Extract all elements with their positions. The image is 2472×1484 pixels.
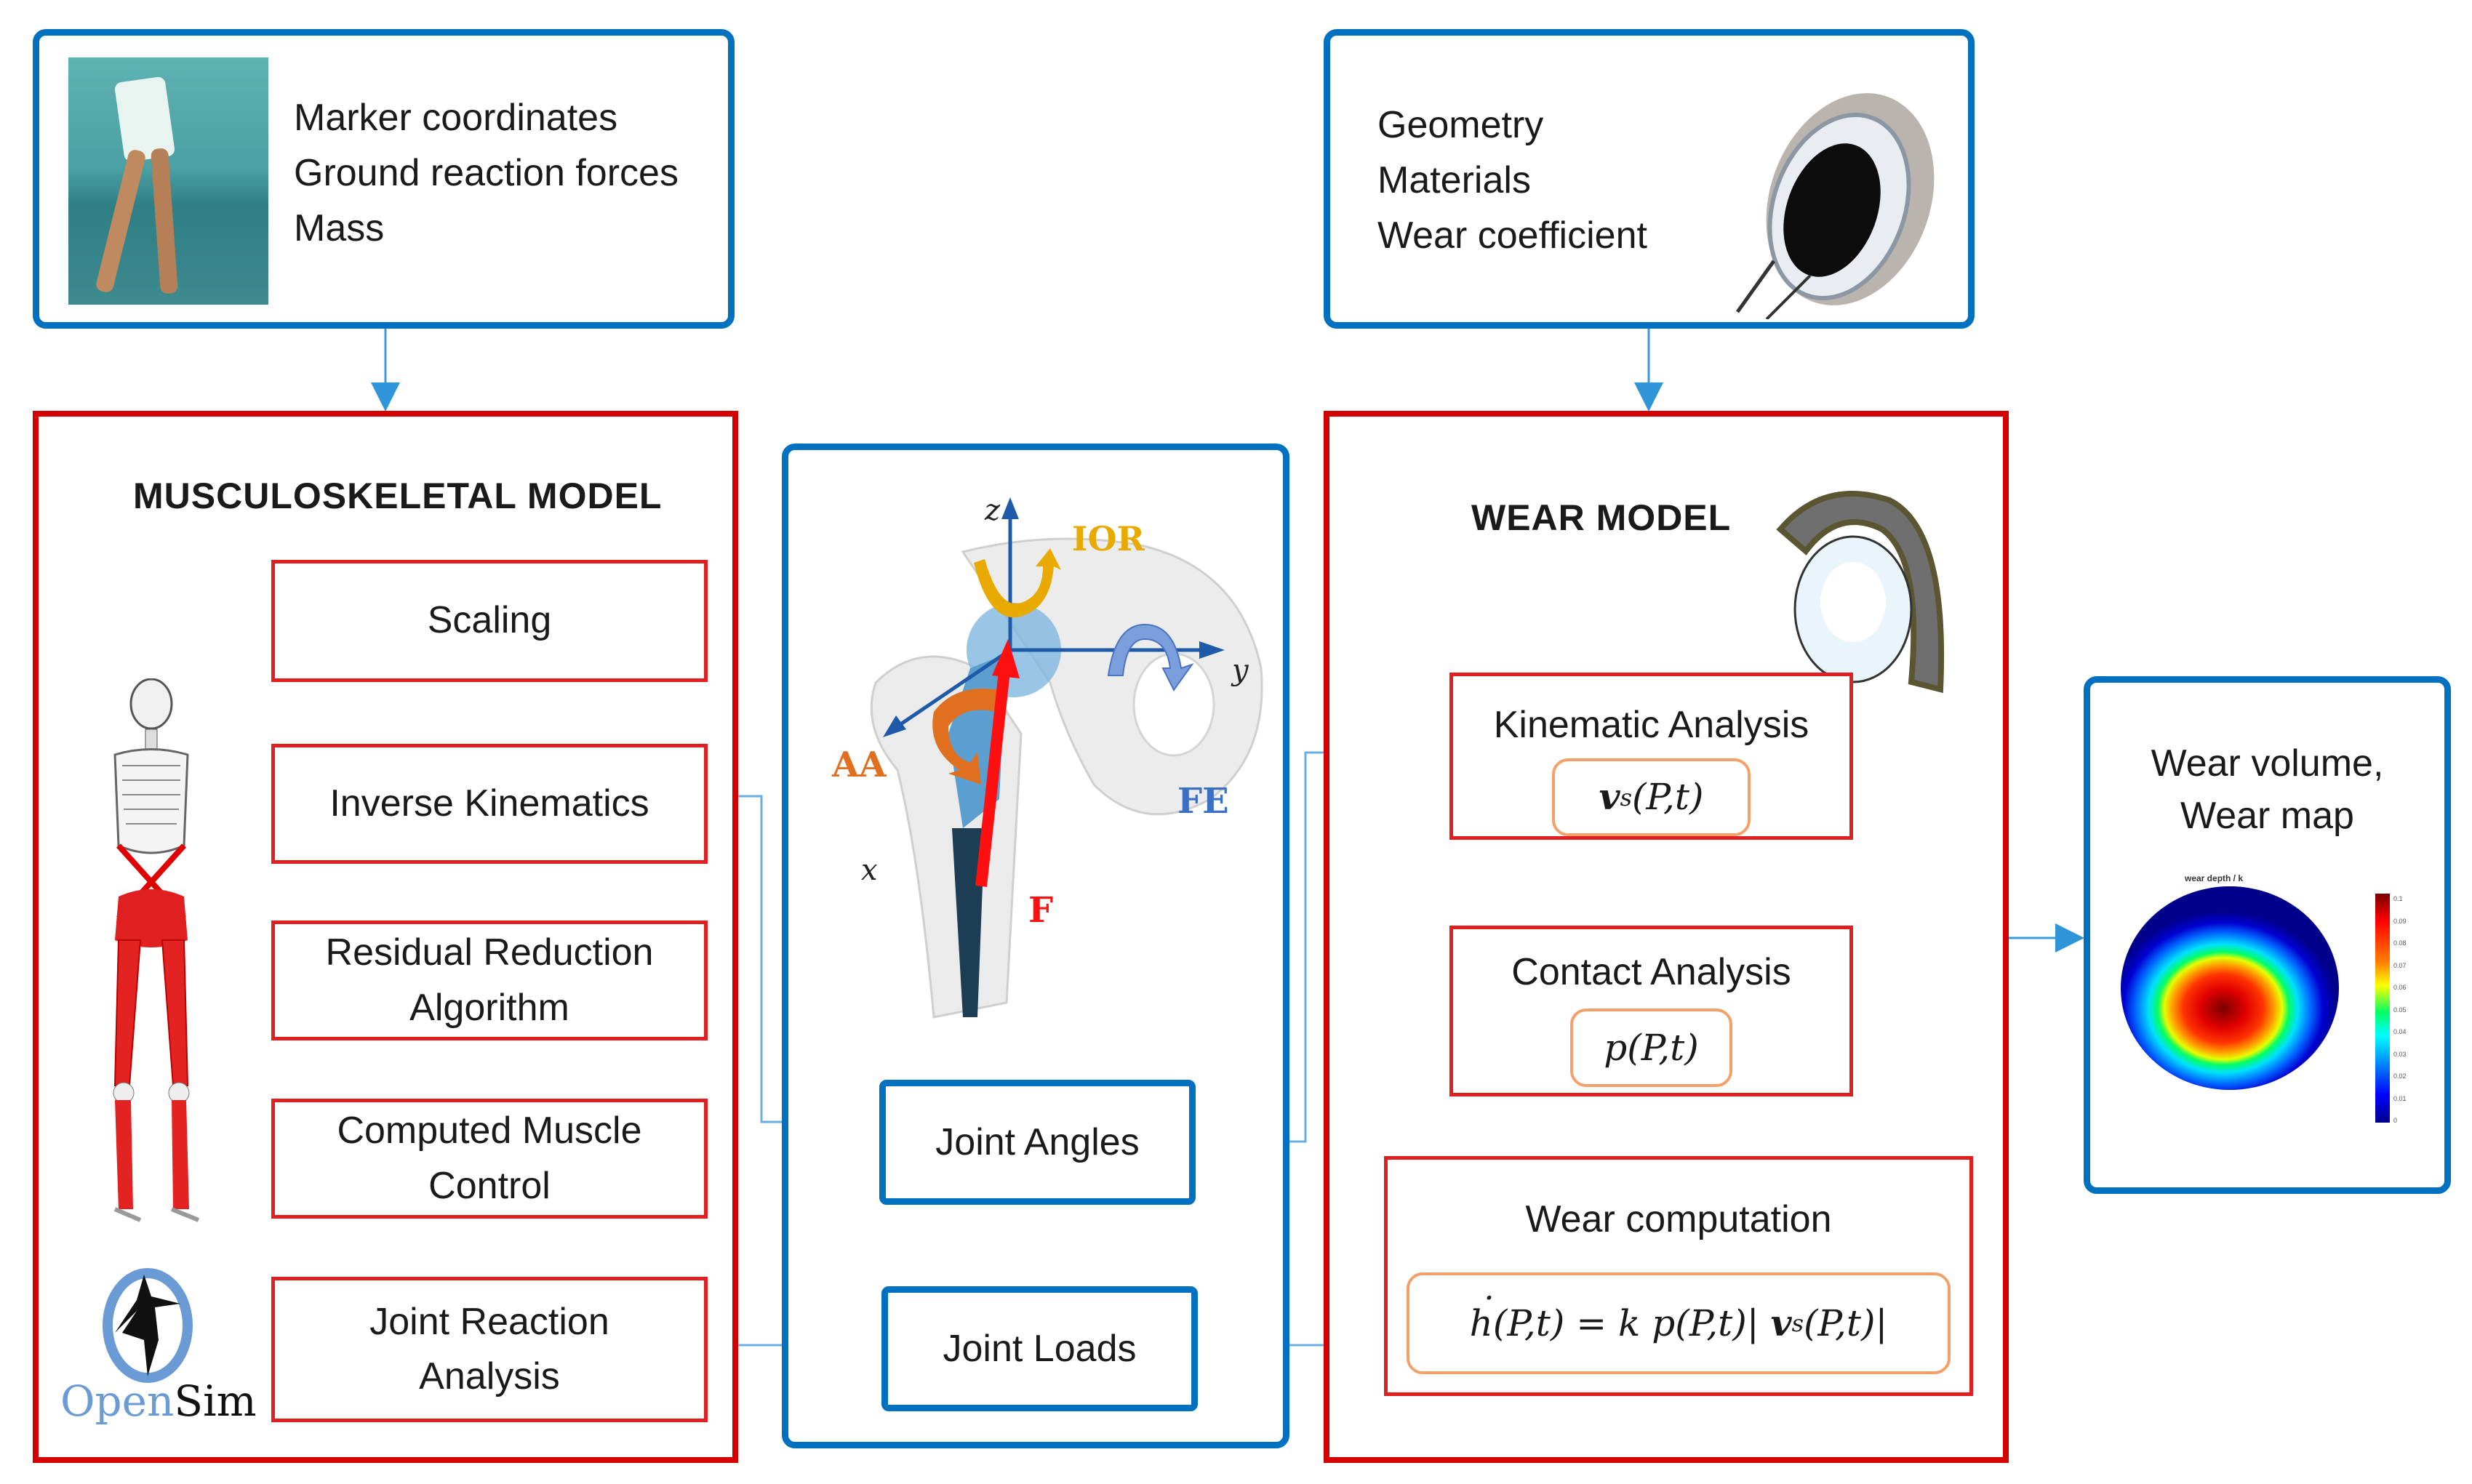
fe-label: FE (1177, 781, 1229, 822)
aa-label: AA (832, 745, 887, 785)
wear-computation-label: Wear computation (1525, 1198, 1832, 1240)
opensim-logo: OpenSim (60, 1267, 257, 1442)
opensim-open: Open (60, 1376, 175, 1426)
step-computed-muscle-control: Computed Muscle Control (271, 1099, 708, 1219)
step-cmc-line2: Control (428, 1164, 551, 1207)
colorbar-tick: 0.08 (2393, 939, 2407, 947)
musculoskeletal-model-panel: MUSCULOSKELETAL MODEL OpenSim Scaling In… (33, 411, 738, 1463)
y-axis-label: y (1232, 654, 1249, 687)
step-rra-line1: Residual Reduction (325, 931, 654, 974)
colorbar-tick: 0.1 (2393, 895, 2403, 902)
gait-input-list: Marker coordinates Ground reaction force… (294, 90, 679, 256)
force-label: F (1028, 890, 1054, 931)
gait-input-box: Marker coordinates Ground reaction force… (33, 29, 735, 329)
wear-map-colorbar (2375, 894, 2390, 1123)
formula-v: v (1599, 775, 1620, 819)
wear-map-plot (2121, 886, 2339, 1090)
formula-v-sub: s (1620, 783, 1632, 811)
colorbar-tick: 0.09 (2393, 917, 2407, 925)
colorbar-tick: 0.04 (2393, 1028, 2407, 1035)
colorbar-tick: 0.05 (2393, 1006, 2407, 1014)
step-inverse-kinematics: Inverse Kinematics (271, 744, 708, 864)
musculoskeletal-title: MUSCULOSKELETAL MODEL (133, 476, 663, 516)
fe-rotation-icon (1107, 623, 1194, 691)
colorbar-tick: 0.07 (2393, 961, 2407, 969)
y-axis-arrowhead (1199, 641, 1225, 659)
output-wear-map: Wear map (2180, 795, 2354, 837)
formula-h-v: v (1770, 1301, 1792, 1345)
hip-joint-illustration (870, 497, 1263, 1019)
colorbar-tick: 0 (2393, 1117, 2398, 1124)
z-axis-arrowhead (1001, 497, 1019, 519)
contact-analysis-box: Contact Analysis p(P,t) (1449, 926, 1853, 1096)
wear-map-title: wear depth / k (2185, 873, 2244, 883)
input-ground-reaction-forces: Ground reaction forces (294, 152, 679, 194)
walker-shorts (113, 76, 176, 163)
force-arrowhead (992, 639, 1020, 678)
walker-leg-left (95, 148, 147, 294)
step-scaling-label: Scaling (427, 599, 552, 642)
joint-angles-label: Joint Angles (935, 1121, 1140, 1163)
formula-h: h˙(P,t) = k p(P,t)| (1469, 1289, 1771, 1345)
acetabular-cup-photo (1735, 93, 1935, 319)
x-axis-arrowhead (883, 715, 906, 737)
step-residual-reduction: Residual Reduction Algorithm (271, 921, 708, 1040)
step-cmc-line1: Computed Muscle (337, 1110, 642, 1152)
joint-angles-box: Joint Angles (879, 1080, 1196, 1205)
colorbar-tick: 0.06 (2393, 984, 2407, 991)
input-marker-coordinates: Marker coordinates (294, 97, 618, 139)
ior-rotation-icon (974, 548, 1061, 618)
x-axis-label: x (861, 854, 878, 887)
formula-v-args: (P,t) (1631, 776, 1704, 819)
formula-p: p(P,t) (1604, 1027, 1699, 1070)
output-box: Wear volume, Wear map wear depth / k 0.1… (2084, 676, 2451, 1194)
skeleton-figure (113, 678, 200, 1222)
output-title: Wear volume, Wear map (2090, 737, 2444, 842)
gait-photo (68, 57, 268, 305)
step-jra-line1: Joint Reaction (369, 1300, 609, 1343)
input-mass: Mass (294, 207, 385, 249)
aa-rotation-icon (932, 689, 999, 785)
z-axis-label: z (985, 494, 1001, 527)
formula-h-sub: s (1791, 1309, 1804, 1338)
formula-h-tail: (P,t)| (1803, 1302, 1888, 1345)
joint-loads-label: Joint Loads (943, 1328, 1137, 1370)
joint-panel: z IOR y AA FE x F Joint Angles Joint Loa… (782, 444, 1289, 1448)
walker-leg-right (151, 148, 178, 294)
colorbar-tick: 0.01 (2393, 1094, 2407, 1102)
input-wear-coefficient: Wear coefficient (1377, 214, 1647, 257)
wear-model-title: WEAR MODEL (1471, 497, 1732, 538)
contact-pressure-formula: p(P,t) (1570, 1008, 1732, 1088)
step-joint-reaction-analysis: Joint Reaction Analysis (271, 1277, 708, 1422)
cup-head-icon (1776, 491, 1945, 694)
joint-loads-box: Joint Loads (881, 1286, 1198, 1411)
ior-label: IOR (1072, 519, 1145, 558)
opensim-logo-figure (103, 1268, 193, 1383)
force-vector (975, 664, 1011, 887)
input-geometry: Geometry (1377, 104, 1544, 146)
step-jra-line2: Analysis (419, 1355, 560, 1397)
opensim-sim: Sim (174, 1376, 257, 1426)
contact-analysis-label: Contact Analysis (1511, 951, 1791, 993)
step-scaling: Scaling (271, 560, 708, 682)
opensim-wordmark: OpenSim (60, 1376, 257, 1426)
implant-input-box: Geometry Materials Wear coefficient (1324, 29, 1975, 329)
implant-input-list: Geometry Materials Wear coefficient (1377, 97, 1647, 263)
colorbar-ticks: 0.1 0.09 0.08 0.07 0.06 0.05 0.04 0.03 0… (2393, 895, 2407, 1124)
x-axis (896, 648, 1012, 729)
colorbar-tick: 0.02 (2393, 1072, 2407, 1080)
input-materials: Materials (1377, 159, 1531, 201)
colorbar-tick: 0.03 (2393, 1050, 2407, 1058)
kinematic-analysis-label: Kinematic Analysis (1493, 704, 1809, 746)
output-wear-volume: Wear volume, (2151, 742, 2384, 785)
step-rra-line2: Algorithm (409, 986, 569, 1029)
step-inverse-kinematics-label: Inverse Kinematics (329, 782, 649, 825)
